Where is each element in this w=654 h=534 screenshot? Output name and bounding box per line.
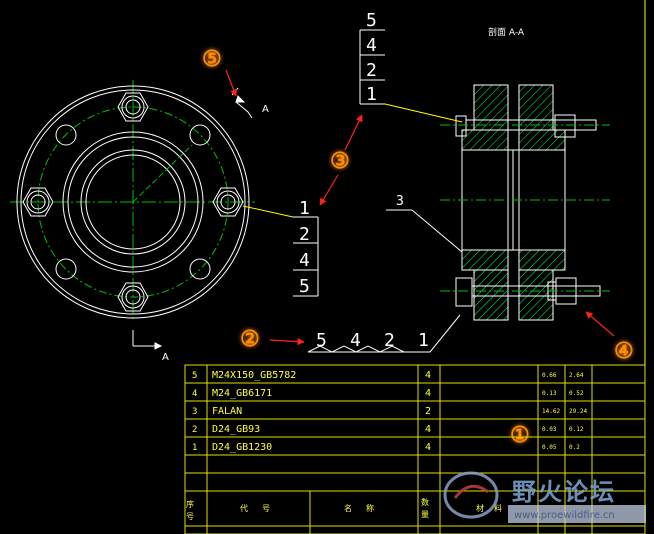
row-code: D24_GB1230 bbox=[212, 442, 272, 453]
flange-section-view bbox=[455, 84, 601, 321]
table-row: 5 M24X150_GB5782 4 0.66 2.64 bbox=[192, 370, 584, 381]
row-total-weight: 0.2 bbox=[569, 444, 580, 451]
header-material: 材料 bbox=[476, 503, 512, 513]
section-center-lines bbox=[440, 124, 610, 292]
balloon-number: 1 bbox=[366, 84, 377, 105]
row-total-weight: 2.64 bbox=[569, 372, 584, 379]
hub-step bbox=[67, 136, 199, 268]
row-code: M24_GB6171 bbox=[212, 388, 272, 399]
row-number: 1 bbox=[192, 443, 197, 453]
bom-header: 序号 代号 名称 数量 材料 bbox=[186, 497, 512, 524]
table-row: 4 M24_GB6171 4 0.13 0.52 bbox=[192, 388, 584, 399]
row-unit-weight: 0.05 bbox=[542, 444, 557, 451]
part-label-3: 3 bbox=[396, 194, 404, 209]
balloon-number: 1 bbox=[299, 198, 310, 219]
section-cut-marks bbox=[132, 87, 253, 350]
row-number: 5 bbox=[192, 371, 197, 381]
header-code: 代号 bbox=[240, 503, 284, 513]
row-total-weight: 0.52 bbox=[569, 390, 584, 397]
table-row: 2 D24_GB93 4 0.03 0.12 bbox=[192, 424, 584, 435]
balloon-number: 1 bbox=[418, 330, 429, 351]
balloon-number: 5 bbox=[316, 330, 327, 351]
balloon-row-bottom: 5 4 2 1 bbox=[307, 314, 461, 353]
header-seq: 序号 bbox=[186, 499, 195, 524]
section-title: 剖面 A-A bbox=[488, 26, 525, 38]
bolt-hole bbox=[189, 124, 211, 146]
callout-4: ④ bbox=[614, 338, 634, 364]
row-unit-weight: 14.62 bbox=[542, 408, 560, 415]
row-qty: 4 bbox=[425, 388, 431, 399]
row-number: 2 bbox=[192, 425, 197, 435]
balloon-number: 4 bbox=[299, 250, 310, 271]
row-number: 4 bbox=[192, 389, 197, 399]
watermark-url: www.proewildfire.cn bbox=[514, 510, 615, 521]
cut-label-top: A bbox=[262, 104, 269, 115]
bolt-hole bbox=[189, 258, 211, 280]
bolt-hole bbox=[55, 124, 77, 146]
callout-markers: ⑤ ③ ② ④ ① bbox=[202, 46, 634, 448]
callout-3: ③ bbox=[330, 148, 350, 174]
row-code: M24X150_GB5782 bbox=[212, 370, 296, 381]
hub-outer bbox=[62, 131, 204, 273]
row-unit-weight: 0.66 bbox=[542, 372, 557, 379]
flange-front-view bbox=[10, 80, 255, 322]
nut-right bbox=[212, 187, 244, 217]
flange-outer-rim bbox=[16, 85, 250, 319]
annotation-arrows bbox=[225, 69, 615, 346]
balloon-number: 4 bbox=[350, 330, 361, 351]
row-qty: 4 bbox=[425, 424, 431, 435]
callout-5: ⑤ bbox=[202, 46, 222, 72]
cut-label-bottom: A bbox=[162, 352, 169, 363]
watermark-logo-icon bbox=[443, 471, 499, 519]
row-qty: 4 bbox=[425, 442, 431, 453]
nut-top bbox=[117, 92, 149, 122]
callout-2: ② bbox=[240, 326, 260, 352]
row-unit-weight: 0.03 bbox=[542, 426, 557, 433]
row-qty: 2 bbox=[425, 406, 431, 417]
bore-outer bbox=[80, 149, 186, 255]
balloon-number: 2 bbox=[384, 330, 395, 351]
balloon-number: 2 bbox=[366, 60, 377, 81]
bore-inner bbox=[85, 154, 181, 250]
leader-line bbox=[242, 205, 294, 218]
balloon-number: 2 bbox=[299, 224, 310, 245]
balloon-number: 5 bbox=[366, 10, 377, 31]
row-unit-weight: 0.13 bbox=[542, 390, 557, 397]
forum-watermark: 野火论坛 www.proewildfire.cn bbox=[443, 471, 646, 523]
bolt-hole bbox=[55, 258, 77, 280]
table-row: 3 FALAN 2 14.62 29.24 bbox=[192, 406, 587, 417]
header-name: 名称 bbox=[344, 503, 388, 513]
nut-bottom bbox=[117, 282, 149, 312]
balloon-number: 4 bbox=[366, 35, 377, 56]
header-qty: 数量 bbox=[421, 497, 430, 522]
bolt-circle bbox=[37, 106, 229, 298]
flange-outer-rim-inner bbox=[20, 89, 246, 315]
leader-line bbox=[384, 103, 463, 123]
table-row: 1 D24_GB1230 4 0.05 0.2 bbox=[192, 442, 580, 453]
nut-left bbox=[22, 187, 54, 217]
row-code: D24_GB93 bbox=[212, 424, 260, 435]
row-total-weight: 0.12 bbox=[569, 426, 584, 433]
row-qty: 4 bbox=[425, 370, 431, 381]
row-code: FALAN bbox=[212, 406, 242, 417]
callout-1: ① bbox=[510, 422, 530, 448]
watermark-title: 野火论坛 bbox=[512, 478, 616, 506]
balloon-stack-top: 5 4 2 1 bbox=[359, 10, 385, 105]
balloon-number: 5 bbox=[299, 276, 310, 297]
row-total-weight: 29.24 bbox=[569, 408, 587, 415]
balloon-stack-left: 1 2 4 5 bbox=[293, 198, 319, 297]
bom-rows: 5 M24X150_GB5782 4 0.66 2.64 4 M24_GB617… bbox=[192, 370, 587, 453]
row-number: 3 bbox=[192, 407, 197, 417]
